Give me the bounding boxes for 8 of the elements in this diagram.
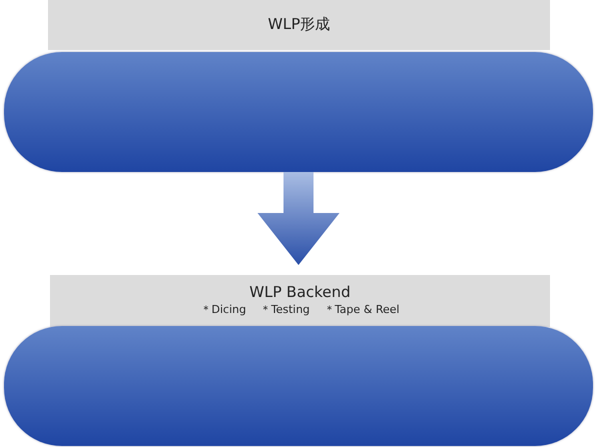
heading: WLP形成 [266,15,332,34]
list-item: ＊Testing [260,302,310,317]
list-item: ＊Tape & Reel [324,302,400,317]
header-band [50,275,550,327]
list-item: ＊Dicing [200,302,246,317]
down-arrow [258,172,340,265]
header-band [48,0,550,50]
heading: WLP Backend [248,283,352,301]
